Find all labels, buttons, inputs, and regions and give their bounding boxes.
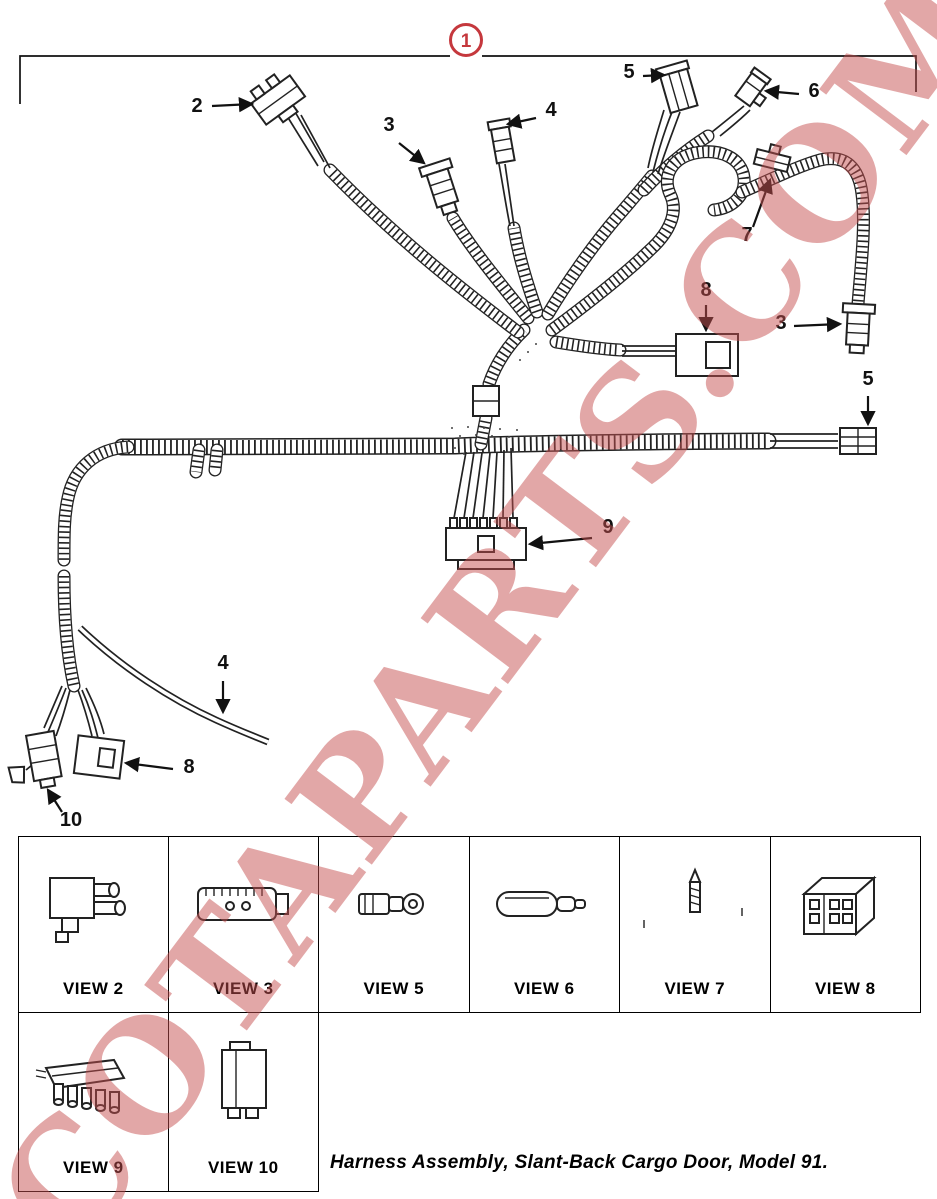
svg-text:4: 4 xyxy=(217,652,229,674)
views-table-row1: VIEW 2 VIEW 3 xyxy=(18,836,921,1013)
callout-2: 2 xyxy=(191,95,255,117)
svg-text:3: 3 xyxy=(383,114,394,136)
callout-6: 6 xyxy=(763,80,820,102)
callout-8-lower: 8 xyxy=(123,756,195,778)
svg-text:4: 4 xyxy=(545,99,557,121)
stipple-texture xyxy=(451,343,537,455)
svg-text:8: 8 xyxy=(700,279,711,301)
callout-9: 9 xyxy=(527,516,614,551)
splice-block xyxy=(472,385,500,417)
callout-5-upper: 5 xyxy=(623,61,667,84)
view-cell-9: VIEW 9 xyxy=(18,1013,169,1192)
svg-text:6: 6 xyxy=(808,80,819,102)
callout-labels: 2 3 4 5 6 7 8 3 5 9 4 8 10 xyxy=(46,61,876,831)
connector-2 xyxy=(249,72,307,127)
assembly-bracket xyxy=(19,55,917,104)
callout-4-upper: 4 xyxy=(505,99,557,129)
svg-text:7: 7 xyxy=(741,224,752,246)
view-6-label: VIEW 6 xyxy=(513,979,575,998)
view-10-label: VIEW 10 xyxy=(207,1158,279,1177)
view-8-icon xyxy=(771,837,921,979)
svg-text:5: 5 xyxy=(862,368,873,390)
view-3-label: VIEW 3 xyxy=(212,979,274,998)
wire-4 xyxy=(77,625,270,746)
connector-3-right xyxy=(841,302,877,355)
figure-caption: Harness Assembly, Slant-Back Cargo Door,… xyxy=(330,1152,829,1173)
clip-7 xyxy=(752,143,792,174)
ribbed-loom xyxy=(64,136,863,686)
view-cell-2: VIEW 2 xyxy=(18,836,169,1013)
connector-5-right xyxy=(839,427,877,455)
view-cell-6: VIEW 6 xyxy=(469,836,620,1013)
connector-6 xyxy=(733,66,773,108)
view-2-icon xyxy=(19,837,168,979)
connector-5-upper xyxy=(654,59,699,115)
view-8-label: VIEW 8 xyxy=(814,979,876,998)
svg-text:8: 8 xyxy=(183,756,194,778)
view-2-label: VIEW 2 xyxy=(62,979,124,998)
view-10-icon xyxy=(169,1013,319,1158)
view-cell-8: VIEW 8 xyxy=(770,836,921,1013)
callout-5-right: 5 xyxy=(860,368,876,427)
callout-10: 10 xyxy=(46,788,82,831)
svg-text:5: 5 xyxy=(623,61,634,83)
connector-9 xyxy=(445,517,527,570)
view-5-label: VIEW 5 xyxy=(363,979,425,998)
callout-8-upper: 8 xyxy=(698,279,714,333)
harness-diagram: 1 xyxy=(7,23,917,831)
connector-8-lower xyxy=(72,734,126,780)
view-9-icon xyxy=(19,1013,168,1158)
connector-10 xyxy=(24,729,63,790)
svg-text:10: 10 xyxy=(60,809,82,831)
connector-4-upper xyxy=(486,117,516,165)
view-6-icon xyxy=(470,837,620,979)
callout-3-right: 3 xyxy=(775,312,843,334)
view-cell-5: VIEW 5 xyxy=(319,836,470,1013)
callout-7: 7 xyxy=(741,177,773,246)
view-7-icon xyxy=(620,837,770,979)
harness-wires xyxy=(25,105,838,771)
view-7-label: VIEW 7 xyxy=(664,979,726,998)
callout-4-lower: 4 xyxy=(215,652,231,715)
view-cell-7: VIEW 7 xyxy=(620,836,771,1013)
svg-text:9: 9 xyxy=(602,516,613,538)
svg-text:2: 2 xyxy=(191,95,202,117)
svg-text:3: 3 xyxy=(775,312,786,334)
view-cell-10: VIEW 10 xyxy=(168,1013,319,1192)
views-table-row2: VIEW 9 VIEW 10 xyxy=(18,1013,319,1192)
callout-1-circled: 1 xyxy=(449,23,483,57)
callout-3-upper: 3 xyxy=(383,114,426,165)
view-3-icon xyxy=(169,837,319,979)
view-cell-3: VIEW 3 xyxy=(168,836,319,1013)
view-5-icon xyxy=(319,837,469,979)
view-9-label: VIEW 9 xyxy=(62,1158,124,1177)
connector-3-upper xyxy=(417,157,460,217)
junction-box-8 xyxy=(675,333,739,377)
svg-text:1: 1 xyxy=(461,31,472,52)
terminal-tab xyxy=(7,765,26,784)
